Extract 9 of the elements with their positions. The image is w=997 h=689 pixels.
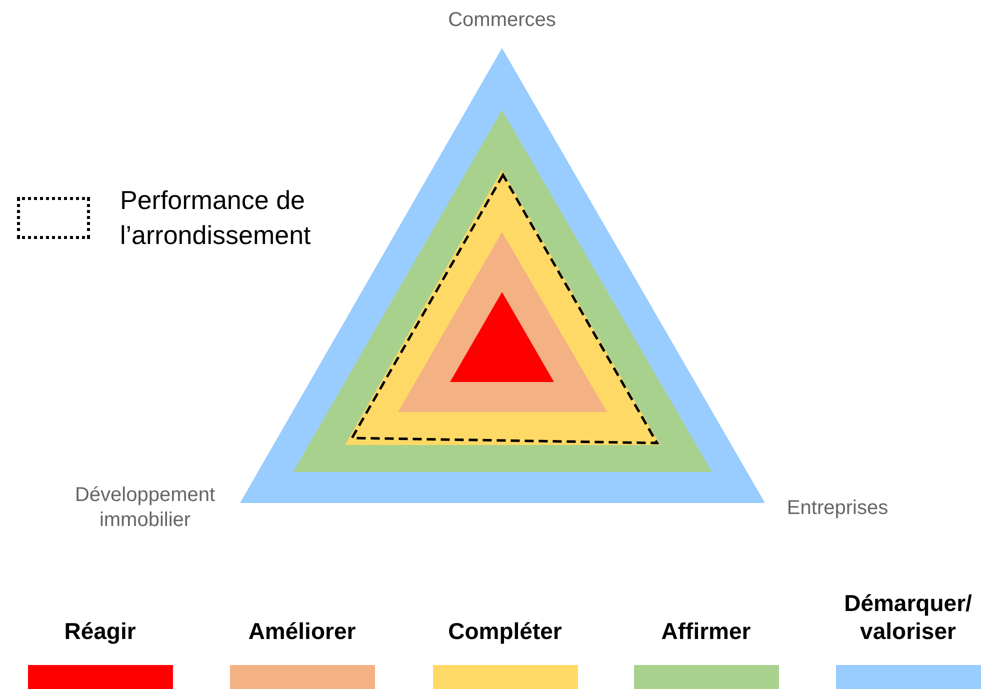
legend-label: Affirmer	[660, 617, 752, 645]
axis-label: Développement immobilier	[74, 483, 216, 533]
axis-label: Commerces	[447, 8, 557, 33]
axis-label: Entreprises	[786, 496, 890, 521]
legend-label: Démarquer/ valoriser	[843, 589, 973, 645]
legend-label: Compléter	[447, 617, 563, 645]
legend-label: Améliorer	[247, 617, 357, 645]
legend-label: Réagir	[63, 617, 137, 645]
legend-label: Performance de l’arrondissement	[120, 184, 312, 252]
